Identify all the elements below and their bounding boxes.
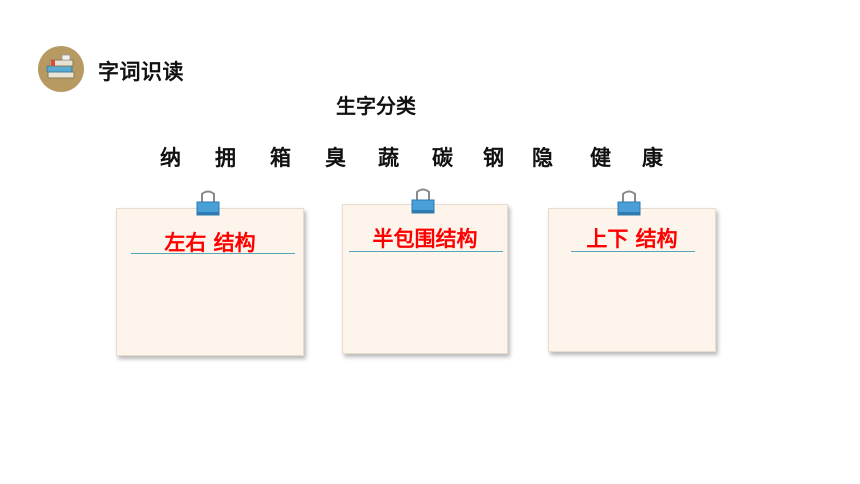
character-item: 健 — [590, 146, 611, 170]
underline — [349, 251, 503, 252]
binder-clip-icon — [408, 188, 438, 218]
card-label: 左右 结构 — [164, 231, 256, 255]
character-item: 康 — [642, 146, 663, 170]
character-item: 碳 — [432, 146, 453, 170]
card-label: 上下 结构 — [586, 227, 678, 251]
binder-clip-icon — [614, 190, 644, 220]
character-item: 蔬 — [378, 146, 399, 170]
character-row: 纳 拥 箱 臭 蔬 碳 钢 隐 健 康 — [160, 142, 690, 170]
character-item: 臭 — [325, 146, 346, 170]
character-item: 钢 — [483, 146, 504, 170]
binder-clip-icon — [193, 190, 223, 220]
section-title: 字词识读 — [98, 60, 184, 84]
page-subtitle: 生字分类 — [336, 94, 416, 118]
character-item: 拥 — [215, 146, 236, 170]
card-label: 半包围结构 — [372, 227, 478, 251]
category-card-semi-enclosed: 半包围结构 — [342, 204, 508, 354]
character-item: 纳 — [160, 146, 181, 170]
character-item: 箱 — [270, 146, 291, 170]
character-item: 隐 — [532, 146, 553, 170]
category-card-top-bottom: 上下 结构 — [548, 208, 716, 352]
category-card-left-right: 左右 结构 — [116, 208, 304, 356]
underline — [131, 253, 295, 254]
underline — [571, 251, 695, 252]
book-stack-icon — [38, 46, 84, 92]
